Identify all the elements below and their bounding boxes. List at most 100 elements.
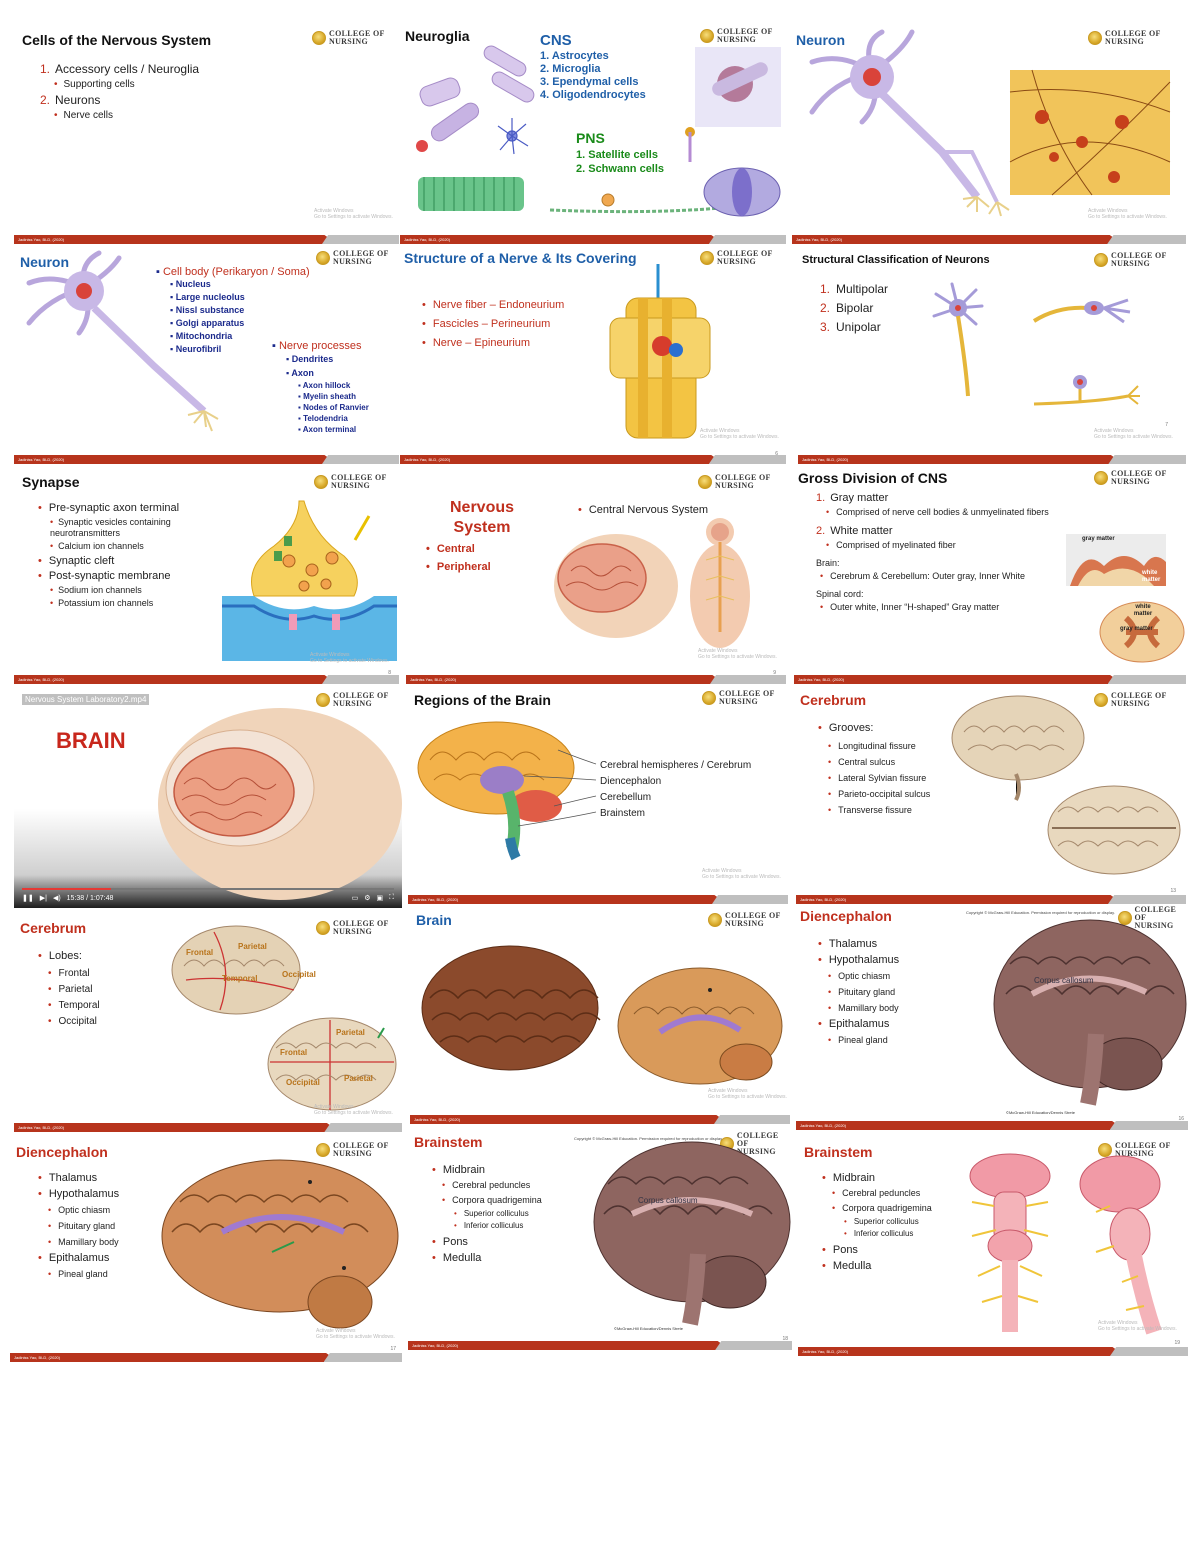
img-label-white-matter-cord: white matter bbox=[1133, 604, 1153, 617]
slide-footer: Jadiniss Yao, BLD, (2020) bbox=[792, 235, 1186, 244]
page-number: 7 bbox=[1165, 422, 1168, 428]
axon-terminal-image bbox=[187, 410, 219, 432]
label-cerebellum: Cerebellum bbox=[600, 792, 652, 803]
cns-item: •Central Nervous System bbox=[578, 504, 709, 516]
photo-credit: ©McGraw-Hill Education/Dennis Strete bbox=[614, 1326, 683, 1331]
page-number: 8 bbox=[388, 670, 391, 676]
bullet-list: •Pre-synaptic axon terminal •Synaptic ve… bbox=[38, 502, 238, 611]
cell-body-list: ▪ Cell body (Perikaryon / Soma) ▪ Nucleu… bbox=[156, 266, 310, 354]
img-label-occipital: Occipital bbox=[282, 970, 316, 979]
slide-title: Gross Division of CNS bbox=[798, 470, 948, 486]
slide-title: Neuroglia bbox=[405, 28, 470, 44]
seal-icon bbox=[312, 31, 326, 45]
settings-icon[interactable]: ⚙ bbox=[364, 895, 371, 902]
neuron-types-image bbox=[932, 282, 1140, 406]
pns-heading: PNS bbox=[576, 130, 605, 146]
microglia-image bbox=[497, 118, 529, 155]
seal-icon bbox=[1098, 1143, 1112, 1157]
img-label-occipital-2: Occipital bbox=[286, 1078, 320, 1087]
next-icon[interactable]: ▶| bbox=[39, 895, 47, 902]
list-subitem: •Synaptic vesicles containing neurotrans… bbox=[50, 517, 171, 538]
cerebrum-photos bbox=[951, 695, 1181, 875]
slide-footer: Jadiniss Yao, BLD, (2020) bbox=[14, 455, 399, 464]
slide-title: Brainstem bbox=[414, 1134, 483, 1150]
bipolar-neuron-image bbox=[1032, 298, 1131, 324]
gray-white-matter-image bbox=[1066, 534, 1185, 663]
slide-brainstem-photo: Brainstem Copyright © McGraw-Hill Educat… bbox=[408, 1130, 792, 1350]
pause-icon[interactable]: ❚❚ bbox=[22, 895, 34, 902]
seal-icon bbox=[700, 29, 714, 43]
slide-footer: Jadiniss Yao, BLD, (2020) bbox=[14, 235, 399, 244]
cns-list: 1. Astrocytes 2. Microglia 3. Ependymal … bbox=[540, 50, 646, 101]
slide-footer: Jadiniss Yao, BLD, (2020) bbox=[798, 455, 1186, 464]
list-item: 3.Unipolar bbox=[820, 320, 881, 334]
copyright-note: Copyright © McGraw-Hill Education. Permi… bbox=[966, 910, 1115, 915]
brainstem-lateral-view bbox=[1079, 1155, 1162, 1335]
list-subitem: •Outer white, Inner “H-shaped” Gray matt… bbox=[820, 602, 1000, 612]
list-item: •Post-synaptic membrane bbox=[38, 570, 171, 582]
diencephalon-list: •Thalamus •Hypothalamus •Optic chiasm •P… bbox=[38, 1172, 120, 1279]
page-number: 13 bbox=[1170, 888, 1176, 894]
slide-footer: Jadiniss Yao, BLD, (2020) bbox=[410, 1115, 790, 1124]
slide-title: Brainstem bbox=[804, 1144, 873, 1160]
slide-footer: Jadiniss Yao, BLD, (2020) bbox=[408, 895, 788, 904]
label-brainstem: Brainstem bbox=[600, 808, 646, 819]
diencephalon-list: •Thalamus •Hypothalamus •Optic chiasm •P… bbox=[818, 938, 900, 1045]
slide-title: Cerebrum bbox=[20, 920, 87, 936]
video-progress-bar[interactable] bbox=[22, 888, 394, 890]
slide-footer: Jadiniss Yao, BLD, (2020) bbox=[796, 1121, 1188, 1130]
list-item: •Pre-synaptic axon terminal bbox=[38, 502, 180, 514]
slide-brain-video: Nervous System Laboratory2.mp4 COLLEGE O… bbox=[14, 688, 402, 908]
list-subitem: •Calcium ion channels bbox=[50, 541, 144, 551]
volume-icon[interactable]: ◀) bbox=[52, 895, 61, 902]
page-number: 9 bbox=[773, 670, 776, 676]
list-item: 1.Gray matter bbox=[816, 492, 889, 504]
brain-sagittal-model bbox=[161, 1159, 399, 1329]
astrocyte-cells-image bbox=[416, 45, 535, 152]
brainstem-list: •Midbrain •Cerebral peduncles •Corpora q… bbox=[822, 1172, 932, 1272]
nerve-cross-section-image bbox=[609, 264, 711, 439]
captions-icon[interactable]: ▭ bbox=[351, 895, 359, 902]
lobes-sublist: •Frontal •Parietal •Temporal •Occipital bbox=[48, 968, 100, 1027]
img-label-white-matter: white matter bbox=[1142, 570, 1161, 583]
fullscreen-icon[interactable]: ⛶ bbox=[389, 894, 394, 901]
slide-footer: Jadiniss Yao, BLD, (2020) bbox=[400, 235, 786, 244]
list-subitem: •Nerve cells bbox=[54, 110, 113, 121]
slide-title: Diencephalon bbox=[800, 908, 892, 924]
video-time: 15:38 / 1:07:48 bbox=[66, 894, 114, 902]
list-subitem: •Supporting cells bbox=[54, 79, 135, 90]
neuroglia-illustration bbox=[416, 45, 781, 217]
img-label-corpus-callosum: Corpus callosum bbox=[638, 1196, 698, 1205]
slide-footer: Jadiniss Yao, BLD, (2020) bbox=[10, 1353, 402, 1362]
img-label-frontal: Frontal bbox=[186, 948, 214, 957]
seal-icon bbox=[316, 693, 330, 707]
miniplayer-icon[interactable]: ▣ bbox=[376, 895, 384, 902]
list-subitem: •Comprised of myelinated fiber bbox=[826, 540, 956, 550]
slide-title: Diencephalon bbox=[16, 1144, 108, 1160]
brainstem-anterior-view bbox=[969, 1153, 1051, 1332]
slide-neuron-classification: Structural Classification of Neurons COL… bbox=[798, 246, 1186, 464]
